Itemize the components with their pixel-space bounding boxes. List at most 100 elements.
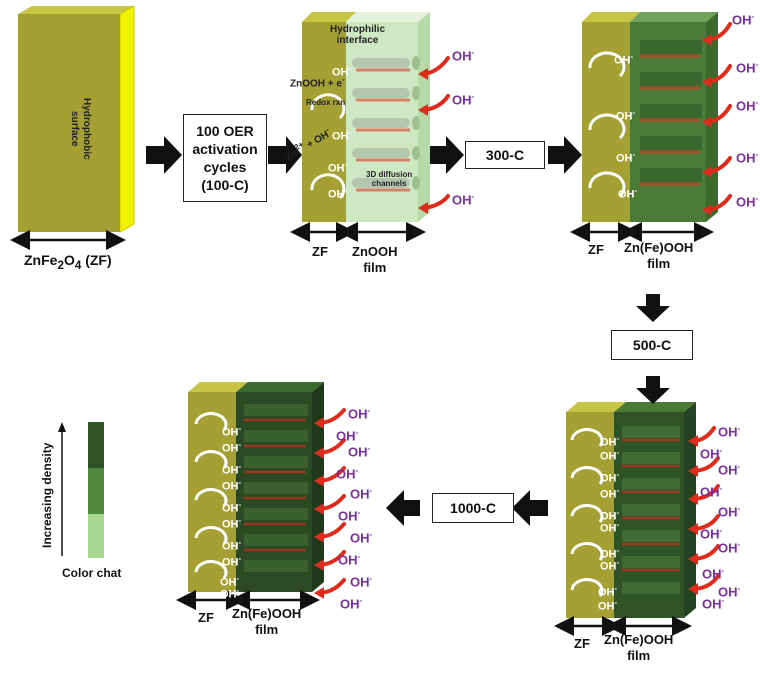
interface-oh-label: OH-	[222, 538, 241, 553]
oh-superscript: -	[737, 424, 741, 433]
oh-text: OH	[598, 600, 615, 613]
oh-superscript: -	[471, 192, 475, 201]
interface-oh-label: OH-	[222, 440, 241, 455]
oh-superscript: -	[719, 446, 723, 455]
oh-text: OH	[600, 560, 617, 573]
oh-ion-label: OH-	[350, 486, 372, 501]
stage2-film-line1: ZnOOH	[352, 244, 398, 259]
arrow-down-1	[636, 294, 670, 322]
oh-ion-label: OH-	[452, 92, 474, 107]
interface-oh-label: OH-	[328, 186, 347, 201]
oh-superscript: -	[238, 538, 242, 547]
oh-superscript: -	[632, 108, 636, 117]
interface-oh-label: OH-	[598, 584, 617, 599]
oh-text: OH	[600, 450, 617, 463]
oh-superscript: -	[616, 448, 620, 457]
oh-superscript: -	[355, 466, 359, 475]
oh-superscript: -	[616, 470, 620, 479]
oh-text: OH	[718, 584, 738, 600]
stage4-zf-label: ZF	[574, 636, 590, 651]
oh-ion-label: OH-	[336, 466, 358, 481]
stage5-block	[188, 382, 324, 592]
oh-arrowheads	[314, 34, 712, 599]
zf-suffix: (ZF)	[81, 252, 112, 268]
oh-superscript: -	[357, 552, 361, 561]
oh-superscript: -	[755, 98, 759, 107]
oh-superscript: -	[238, 500, 242, 509]
interface-oh-label: OH-	[600, 546, 619, 561]
oh-text: OH	[452, 192, 472, 208]
oh-superscript: -	[616, 558, 620, 567]
oh-ion-label: OH-	[340, 596, 362, 611]
oh-text: OH	[600, 510, 617, 523]
oh-superscript: -	[632, 150, 636, 159]
oh-text: OH	[452, 92, 472, 108]
oh-superscript: -	[369, 530, 373, 539]
oh-superscript: -	[344, 160, 348, 169]
oh-ion-label: OH-	[336, 428, 358, 443]
interface-oh-label: OH-	[222, 424, 241, 439]
stage3-zf-label: ZF	[588, 242, 604, 257]
oh-text: OH	[350, 574, 370, 590]
hydrophilic-label: Hydrophilic interface	[330, 24, 385, 46]
oh-text: OH	[616, 152, 633, 165]
arrow-right-3	[430, 136, 464, 174]
interface-oh-label: OH-	[600, 470, 619, 485]
step1-line2: activation	[192, 141, 258, 157]
oh-superscript: -	[471, 92, 475, 101]
oh-text: OH	[600, 548, 617, 561]
hydrophobic-line2: surface	[69, 111, 80, 147]
oh-superscript: -	[236, 574, 240, 583]
oh-superscript: -	[737, 540, 741, 549]
interface-oh-label: OH-	[618, 186, 637, 201]
arrow-right-1	[146, 136, 182, 174]
oh-superscript: -	[238, 440, 242, 449]
znfe-text: ZnFe	[24, 252, 58, 268]
color-chart	[58, 422, 104, 558]
oh-ion-label: OH-	[736, 60, 758, 75]
oh-text: OH	[348, 444, 368, 460]
interface-oh-label: OH-	[600, 508, 619, 523]
oh-ion-label: OH-	[350, 530, 372, 545]
step1-line4: (100-C)	[201, 177, 249, 193]
oh-ion-label: OH-	[350, 574, 372, 589]
oh-text: OH	[328, 162, 345, 175]
oh-text: OH	[700, 446, 720, 462]
stage2-film-label: ZnOOH film	[352, 244, 398, 276]
oh-superscript: -	[367, 444, 371, 453]
interface-oh-label: OH-	[222, 478, 241, 493]
oh-text: OH	[700, 484, 720, 500]
step-1000c-box: 1000-C	[432, 493, 514, 523]
interface-oh-label: OH-	[614, 52, 633, 67]
oh-text: OH	[338, 552, 358, 568]
zf-block-stage1	[18, 5, 135, 233]
oh-text: OH	[736, 150, 756, 166]
oh-text: OH	[718, 462, 738, 478]
oh-text: OH	[222, 540, 239, 553]
oh-superscript: -	[355, 428, 359, 437]
oh-text: OH	[616, 110, 633, 123]
oh-text: OH	[220, 588, 237, 601]
step1-line1: 100 OER	[196, 123, 254, 139]
oh-superscript: -	[357, 508, 361, 517]
znfe2o4-label: ZnFe2O4 (ZF)	[24, 252, 112, 272]
step-500c-box: 500-C	[611, 330, 693, 360]
oh-text: OH	[222, 502, 239, 515]
stage4-film-label: Zn(Fe)OOH film	[604, 632, 673, 664]
oh-text: OH	[736, 194, 756, 210]
oh-superscript: -	[737, 584, 741, 593]
step-300c-box: 300-C	[465, 141, 545, 169]
oh-text: OH	[350, 486, 370, 502]
interface-oh-label: OH-	[600, 486, 619, 501]
oh-superscript: -	[634, 186, 638, 195]
oh-superscript: -	[755, 150, 759, 159]
hydrophobic-line1: Hydrophobic	[81, 98, 92, 160]
oh-superscript: -	[348, 64, 352, 73]
e-sup: -	[341, 74, 345, 84]
oh-ion-label: OH-	[702, 596, 724, 611]
oh-superscript: -	[369, 486, 373, 495]
oh-text: OH	[600, 472, 617, 485]
oh-text: OH	[338, 508, 358, 524]
oh-superscript: -	[719, 526, 723, 535]
stage3-block	[582, 12, 718, 222]
